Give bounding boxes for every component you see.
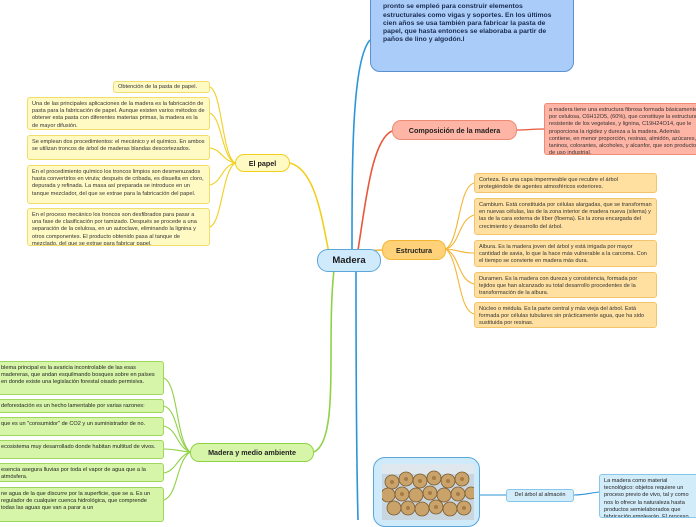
estructura-leaf-albura[interactable]: Albura. Es la madera joven del árbol y e… xyxy=(474,240,657,267)
connector-center-papel xyxy=(290,163,330,258)
composicion-leaf[interactable]: a madera tiene una estructura fibrosa fo… xyxy=(544,103,696,155)
estructura-node[interactable]: Estructura xyxy=(382,240,446,260)
estructura-leaf-corteza[interactable]: Corteza. Es una capa impermeable que rec… xyxy=(474,173,657,193)
top-note[interactable]: Debido su buena resistencia mecánica la … xyxy=(370,0,574,72)
composicion-node[interactable]: Composición de la madera xyxy=(392,120,517,140)
almacen-node[interactable]: Del árbol al almacén xyxy=(506,489,574,502)
wood-image-node[interactable] xyxy=(373,457,480,527)
estructura-leaf-cambium[interactable]: Cambium. Está constituida por células al… xyxy=(474,198,657,235)
papel-leaf-quimico[interactable]: En el procedimiento químico los troncos … xyxy=(27,165,210,204)
connector-center-ambiente xyxy=(314,270,334,452)
central-topic[interactable]: Madera xyxy=(317,249,381,272)
estructura-leaf-duramen[interactable]: Duramen. Es la madera con dureza y consi… xyxy=(474,272,657,298)
ambiente-leaf-3[interactable]: que es un "consumidor" de CO2 y un sumin… xyxy=(0,417,164,436)
estructura-leaf-nucleo[interactable]: Núcleo o médula. Es la parte central y m… xyxy=(474,302,657,328)
almacen-leaf[interactable]: La madera como material tecnológico: obj… xyxy=(599,474,696,518)
ambiente-leaf-4[interactable]: ecosistema muy desarrollado donde habita… xyxy=(0,440,164,459)
connector-estructura-leaf-5 xyxy=(446,249,474,314)
connector-center-composicion xyxy=(358,131,392,250)
papel-leaf-procedimientos[interactable]: Se emplean dos procedimientos: el mecáni… xyxy=(27,135,210,160)
connector-papel-leaf-1 xyxy=(210,87,235,163)
connector-almacen-leaf xyxy=(574,492,599,495)
connector-ambiente-leaf-1 xyxy=(164,378,190,452)
ambiente-leaf-6[interactable]: ne agua de la que discurre por la superf… xyxy=(0,487,164,522)
ambiente-leaf-1[interactable]: blema principal es la avaricia incontrol… xyxy=(0,361,164,395)
papel-leaf-obtencion[interactable]: Obtención de la pasta de papel. xyxy=(113,81,210,93)
ambiente-leaf-2[interactable]: deforestación es un hecho lamentable por… xyxy=(0,399,164,413)
connector-center-top-note xyxy=(352,40,370,250)
wood-logs-image xyxy=(382,464,474,520)
connector-estructura-leaf-1 xyxy=(446,183,474,249)
papel-leaf-aplicaciones[interactable]: Una de las principales aplicaciones de l… xyxy=(27,97,210,130)
connector-ambiente-leaf-6 xyxy=(164,452,190,500)
papel-node[interactable]: El papel xyxy=(235,154,290,172)
ambiente-node[interactable]: Madera y medio ambiente xyxy=(190,443,314,462)
papel-leaf-mecanico[interactable]: En el proceso mecánico los troncos son d… xyxy=(27,208,210,246)
connector-composicion-leaf xyxy=(517,129,544,130)
connector-center-image xyxy=(356,270,358,520)
ambiente-leaf-5[interactable]: esencia asegura lluvias por toda el vapo… xyxy=(0,463,164,482)
